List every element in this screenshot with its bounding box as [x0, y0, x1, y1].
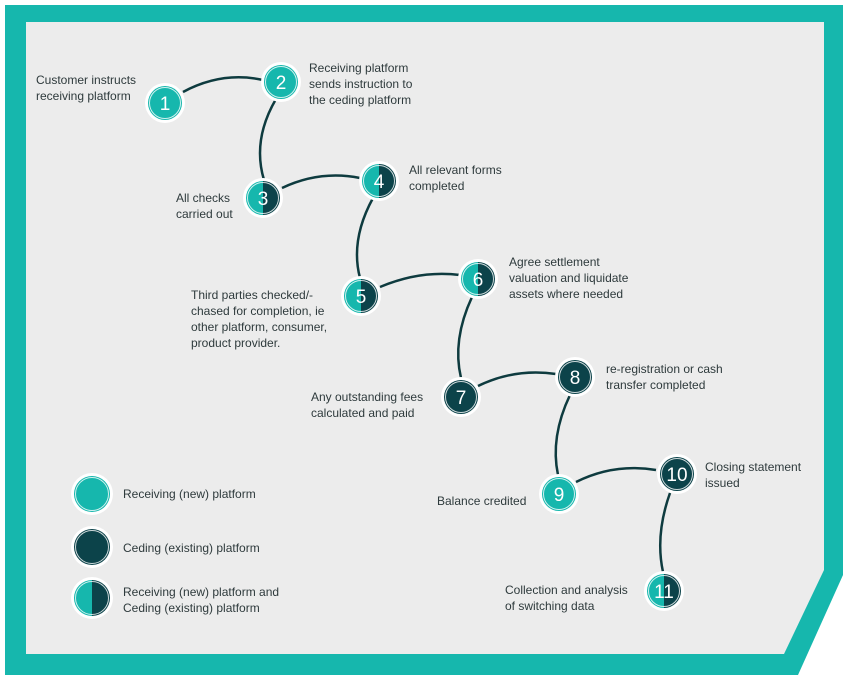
step-10-label: Closing statement issued [705, 460, 802, 490]
step-10-node-inner-ring [661, 458, 693, 490]
connector-4-5 [355, 197, 375, 279]
step-5-label: Third parties checked/- chased for compl… [191, 288, 328, 350]
step-8-node-inner-ring [559, 361, 591, 393]
step-3-number: 3 [258, 189, 269, 210]
step-3-node-inner-ring [247, 182, 279, 214]
step-1-node: 1 [145, 83, 185, 123]
connector-paths [182, 76, 672, 573]
connector-9-10 [575, 466, 657, 484]
connector-3-4 [281, 174, 361, 190]
connector-5-6 [379, 272, 461, 289]
legend-ceding-icon-fill [74, 529, 110, 565]
step-2-label: Receiving platform sends instruction to … [309, 61, 413, 107]
step-11-node: 11 [644, 571, 684, 611]
step-8-node: 8 [555, 357, 595, 397]
step-3-label: All checks carried out [176, 191, 233, 221]
step-10-node: 10 [657, 454, 697, 494]
step-8-node-fill [558, 360, 592, 394]
step-9-node-inner-ring [543, 478, 575, 510]
legend-both-icon-inner-ring [75, 581, 109, 615]
connector-2-3 [258, 98, 278, 181]
step-6-label: Agree settlement valuation and liquidate… [509, 255, 629, 301]
step-9-node-fill [542, 477, 576, 511]
step-9-label: Balance credited [437, 494, 527, 508]
legend-ceding-icon-inner-ring [75, 530, 109, 564]
connector-7-8 [477, 371, 557, 388]
step-7-label: Any outstanding fees calculated and paid [311, 390, 424, 420]
legend-icons [71, 473, 113, 619]
step-7-node: 7 [441, 377, 481, 417]
step-8-label: re-registration or cash transfer complet… [606, 362, 723, 392]
connector-8-9 [554, 394, 572, 476]
legend-receiving-icon [71, 473, 113, 515]
step-8-number: 8 [570, 368, 581, 389]
step-9-number: 9 [554, 485, 565, 506]
connector-6-7 [456, 296, 474, 379]
step-2-number: 2 [276, 73, 287, 94]
step-nodes: 1 2 3 4 5 6 7 8 9 10 11 [145, 62, 697, 611]
step-11-label: Collection and analysis of switching dat… [505, 583, 628, 613]
step-4-number: 4 [374, 172, 385, 193]
step-11-number: 11 [654, 582, 674, 603]
step-3-node: 3 [243, 178, 283, 218]
step-7-number: 7 [456, 388, 467, 409]
step-2-node-inner-ring [265, 66, 297, 98]
step-1-number: 1 [160, 94, 171, 115]
step-2-node-fill [264, 65, 298, 99]
legend-receiving-icon-fill [74, 476, 110, 512]
step-10-number: 10 [666, 465, 687, 486]
step-5-number: 5 [356, 287, 367, 308]
legend-ceding-icon [71, 526, 113, 568]
step-10-node-fill [660, 457, 694, 491]
legend-receiving-label: Receiving (new) platform [123, 487, 256, 501]
step-6-node: 6 [458, 259, 498, 299]
step-11-node-inner-ring [648, 575, 680, 607]
step-4-node: 4 [359, 161, 399, 201]
legend-both-label: Receiving (new) platform and Ceding (exi… [123, 585, 280, 615]
step-5-node-inner-ring [345, 280, 377, 312]
step-9-node: 9 [539, 474, 579, 514]
step-4-node-inner-ring [363, 165, 395, 197]
legend-ceding-label: Ceding (existing) platform [123, 541, 260, 555]
step-1-node-inner-ring [149, 87, 181, 119]
step-7-node-inner-ring [445, 381, 477, 413]
panel-background [26, 22, 824, 654]
legend-both-icon [71, 577, 113, 619]
step-6-node-inner-ring [462, 263, 494, 295]
step-1-node-fill [148, 86, 182, 120]
step-4-label: All relevant forms completed [409, 163, 502, 193]
step-1-label: Customer instructs receiving platform [36, 73, 137, 103]
step-5-node: 5 [341, 276, 381, 316]
step-6-number: 6 [473, 270, 484, 291]
step-2-node: 2 [261, 62, 301, 102]
legend-receiving-icon-inner-ring [75, 477, 109, 511]
connector-1-2 [182, 76, 264, 94]
connector-10-11 [659, 492, 672, 573]
step-7-node-fill [444, 380, 478, 414]
